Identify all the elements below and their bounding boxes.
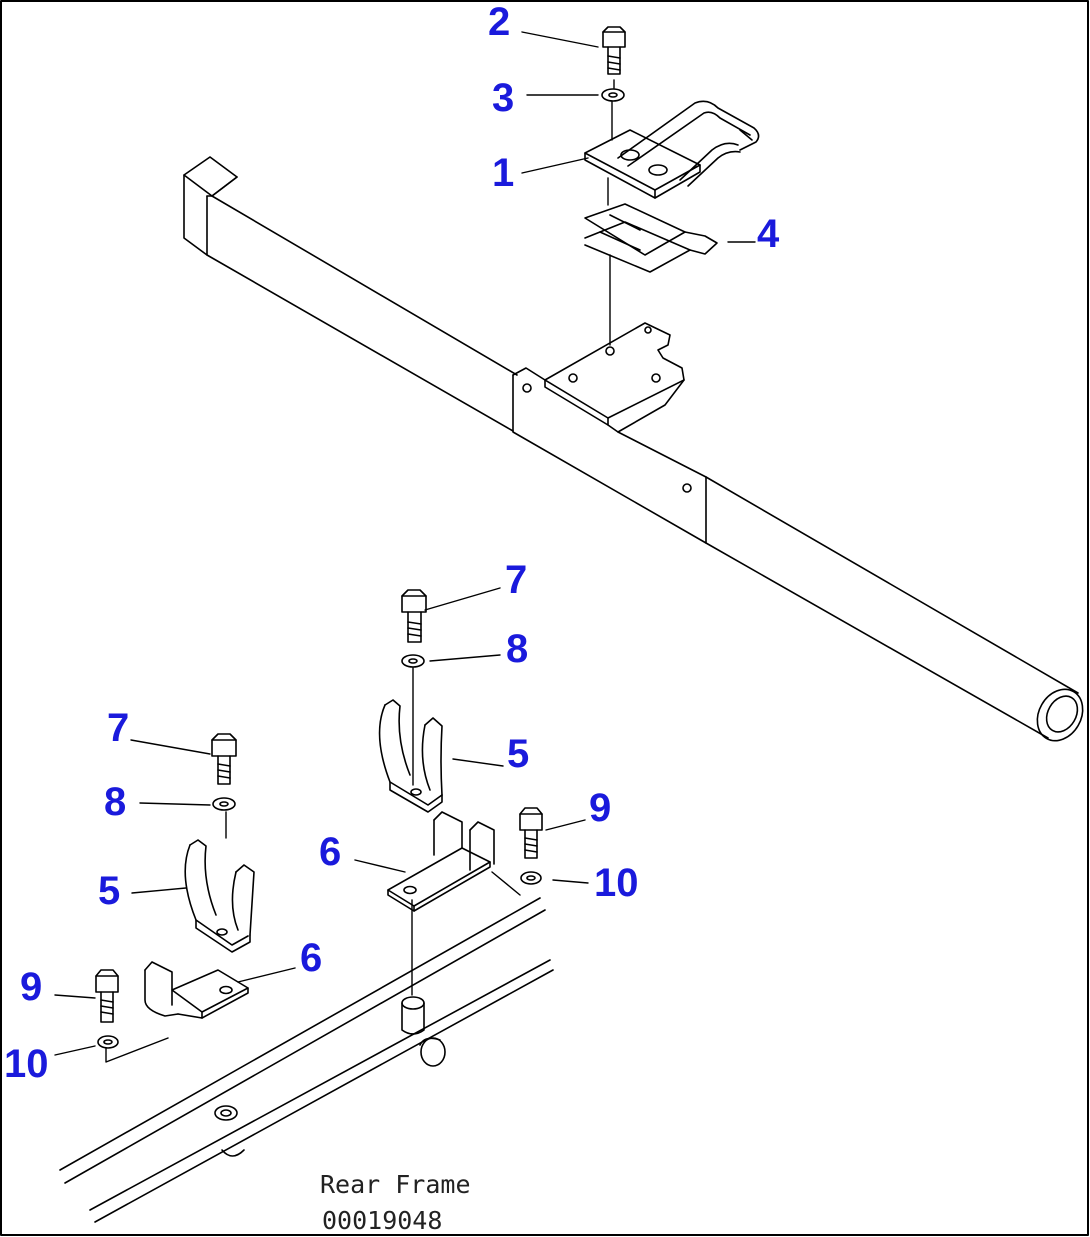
callout-part-10-lower: 10 (4, 1042, 49, 1086)
callout-part-9-upper: 9 (589, 786, 612, 830)
leader-lines (54, 31, 756, 1056)
frame-label: Rear Frame (320, 1170, 471, 1199)
callout-part-8-upper: 8 (506, 627, 529, 671)
callout-part-2: 2 (488, 0, 511, 44)
bolt-2-drawing (602, 26, 626, 75)
washer-8-upper-drawing (401, 654, 425, 668)
handle-plate-1-drawing (584, 100, 760, 199)
washer-10-upper-drawing (520, 871, 542, 885)
clamp-5-upper-drawing (378, 699, 443, 813)
callout-part-4: 4 (757, 212, 780, 256)
bolt-9-upper-drawing (519, 807, 543, 859)
callout-part-5-upper: 5 (507, 732, 530, 776)
bolt-7-upper-drawing (401, 589, 427, 643)
callout-part-3: 3 (492, 76, 515, 120)
upper-cross-bar (183, 156, 1084, 742)
washer-3-drawing (601, 88, 625, 102)
callout-part-7-upper: 7 (505, 558, 528, 602)
bolt-9-lower-drawing (95, 969, 119, 1023)
clamp-5-lower-drawing (184, 839, 255, 953)
holder-6-lower-drawing (144, 961, 249, 1019)
washer-8-lower-drawing (212, 797, 236, 811)
lower-frame-rails (59, 897, 554, 1223)
bolt-7-lower-drawing (211, 733, 237, 785)
washer-10-lower-drawing (97, 1035, 119, 1049)
callout-part-10-upper: 10 (594, 861, 639, 905)
callout-part-6-lower: 6 (300, 936, 323, 980)
callout-part-1: 1 (492, 151, 515, 195)
drawing-number: 00019048 (322, 1206, 443, 1235)
assembly-centerlines (105, 79, 615, 1063)
shim-4-drawing (584, 203, 718, 273)
holder-6-upper-drawing (387, 811, 495, 912)
callout-part-9-lower: 9 (20, 965, 43, 1009)
callout-part-6-upper: 6 (319, 830, 342, 874)
callout-part-7-lower: 7 (107, 706, 130, 750)
callout-part-8-lower: 8 (104, 780, 127, 824)
callout-part-5-lower: 5 (98, 869, 121, 913)
